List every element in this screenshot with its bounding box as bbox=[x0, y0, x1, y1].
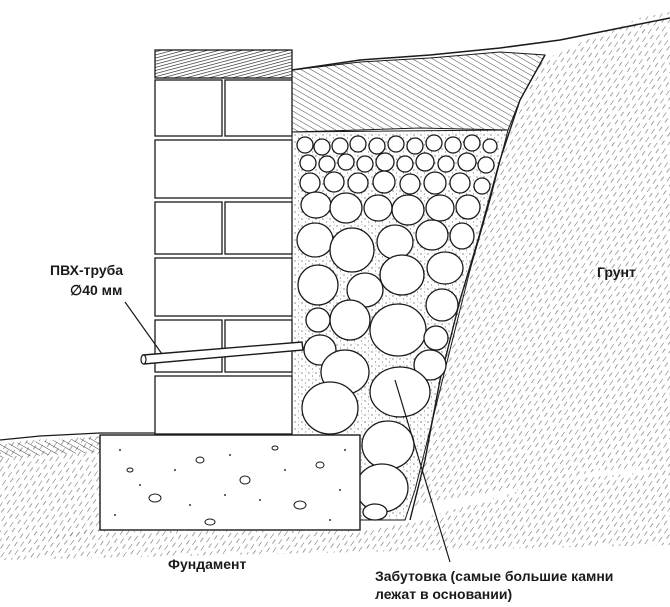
backfill-label-line1: Забутовка (самые большие камни bbox=[375, 568, 614, 584]
soil-slope bbox=[410, 12, 670, 510]
backfill-label-line2: лежат в основании) bbox=[375, 586, 513, 602]
ground-surface-left bbox=[0, 432, 155, 441]
slope-line bbox=[291, 17, 670, 71]
brick-wall bbox=[154, 49, 293, 435]
soil-label: Грунт bbox=[597, 264, 636, 280]
pvc-pipe bbox=[140, 341, 304, 365]
foundation-label: Фундамент bbox=[168, 556, 247, 572]
foundation-pebbles bbox=[126, 445, 325, 526]
soil-bottom bbox=[0, 470, 670, 560]
pipe-diameter-label: ∅40 мм bbox=[70, 282, 123, 298]
pipe-label: ПВХ-труба bbox=[50, 262, 124, 278]
foundation-slab bbox=[99, 434, 361, 531]
ground-hatch-left bbox=[0, 436, 100, 540]
ground-strip-left bbox=[0, 437, 100, 458]
pipe-leader-line bbox=[124, 301, 163, 355]
backfill-stones bbox=[296, 134, 498, 521]
foundation-sand bbox=[114, 449, 346, 521]
backfill-leader-line bbox=[394, 379, 451, 563]
topsoil-wedge bbox=[291, 51, 546, 133]
